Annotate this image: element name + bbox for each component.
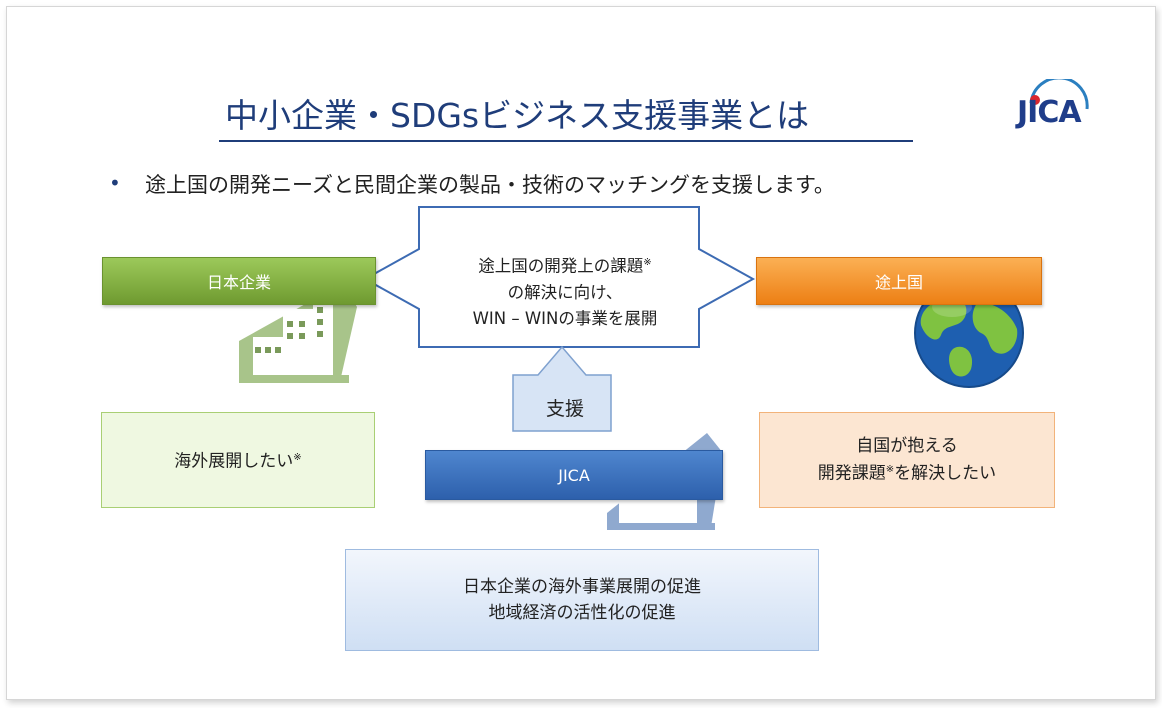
japan-company-need-box: 海外展開したい※ bbox=[101, 412, 375, 508]
slide: 中小企業・SDGsビジネス支援事業とは JICA • 途上国の開発ニーズと民間企… bbox=[6, 6, 1156, 700]
double-arrow-shape bbox=[362, 206, 756, 348]
slide-title: 中小企業・SDGsビジネス支援事業とは bbox=[225, 96, 810, 135]
japan-company-label: 日本企業 bbox=[102, 257, 376, 305]
outcome-box: 日本企業の海外事業展開の促進 地域経済の活性化の促進 bbox=[345, 549, 819, 651]
center-line3: WIN – WINの事業を展開 bbox=[472, 308, 658, 328]
center-line1: 途上国の開発上の課題 bbox=[478, 256, 644, 276]
bullet-text: 途上国の開発ニーズと民間企業の製品・技術のマッチングを支援します。 bbox=[145, 173, 835, 197]
jica-label: JICA bbox=[425, 450, 723, 500]
support-label: 支援 bbox=[545, 397, 584, 420]
jica-logo: JICA bbox=[1013, 79, 1093, 139]
country-need-line2b: を解決したい bbox=[894, 463, 997, 484]
jica-logo-arc-icon bbox=[1029, 79, 1089, 110]
center-line1-note: ※ bbox=[643, 257, 652, 269]
bullet-icon: • bbox=[109, 171, 121, 195]
country-need-line2a: 開発課題 bbox=[817, 463, 886, 484]
country-need-line1: 自国が抱える bbox=[856, 436, 958, 457]
japan-need-note: ※ bbox=[293, 452, 302, 464]
developing-country-label: 途上国 bbox=[756, 257, 1042, 305]
jica-logo-text: JICA bbox=[1017, 95, 1082, 130]
center-arrow-text: 途上国の開発上の課題※ の解決に向け、 WIN – WINの事業を展開 bbox=[427, 241, 703, 341]
developing-country-need-box: 自国が抱える 開発課題※を解決したい bbox=[759, 412, 1055, 508]
country-need-note: ※ bbox=[885, 464, 895, 476]
globe-icon bbox=[914, 278, 1024, 388]
outcome-line2: 地域経済の活性化の促進 bbox=[488, 603, 676, 623]
support-arrow-shape bbox=[512, 345, 612, 432]
japan-company-building-icon bbox=[239, 283, 357, 383]
center-line2: の解決に向け、 bbox=[507, 282, 623, 302]
japan-need-text: 海外展開したい bbox=[174, 451, 294, 472]
outcome-line1: 日本企業の海外事業展開の促進 bbox=[463, 577, 701, 597]
title-underline bbox=[219, 140, 913, 142]
